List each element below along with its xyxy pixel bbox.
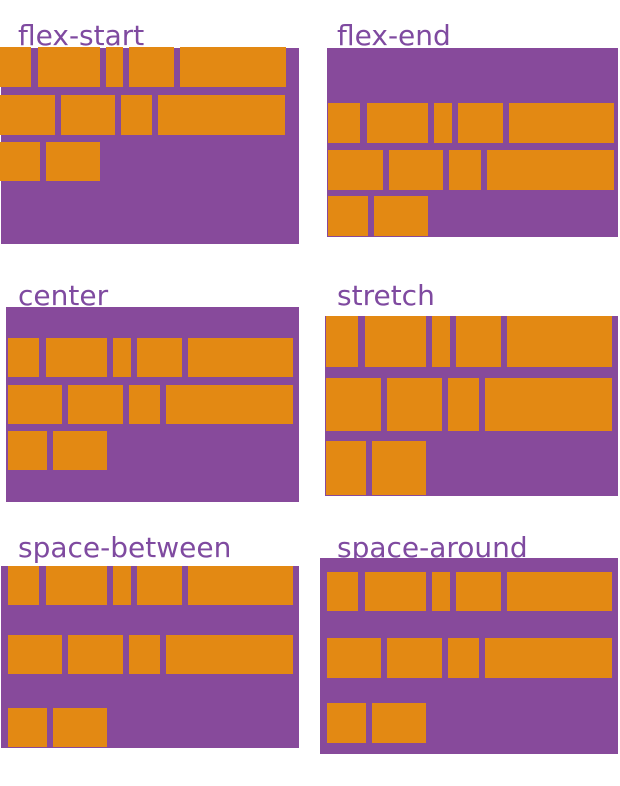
flex-item-stretch-5 — [507, 316, 612, 367]
flex-item-flex-start-8 — [121, 95, 152, 135]
flex-item-flex-start-5 — [180, 47, 286, 87]
flex-item-space-around-5 — [507, 572, 612, 611]
flex-item-center-8 — [129, 385, 160, 424]
flex-item-center-5 — [188, 338, 293, 377]
flex-item-flex-end-8 — [449, 150, 481, 190]
panel-label-center: center — [18, 279, 109, 312]
flex-item-center-11 — [53, 431, 107, 470]
flex-item-space-around-3 — [432, 572, 450, 611]
flex-item-stretch-11 — [372, 441, 426, 495]
panel-label-space-around: space-around — [337, 531, 528, 564]
flex-item-center-3 — [113, 338, 131, 377]
flex-item-center-2 — [46, 338, 107, 377]
flex-item-stretch-10 — [326, 441, 366, 495]
flex-item-space-between-7 — [68, 635, 123, 674]
flex-item-space-around-11 — [372, 703, 426, 743]
panel-label-stretch: stretch — [337, 279, 435, 312]
flex-item-flex-end-2 — [367, 103, 428, 143]
flex-item-flex-start-7 — [61, 95, 115, 135]
flex-item-flex-end-9 — [487, 150, 614, 190]
flex-item-flex-start-11 — [46, 142, 100, 181]
flex-item-space-around-1 — [327, 572, 358, 611]
flex-item-space-between-4 — [137, 566, 182, 605]
flex-item-stretch-4 — [456, 316, 501, 367]
flex-item-flex-start-6 — [0, 95, 55, 135]
flex-item-center-7 — [68, 385, 123, 424]
flex-item-flex-end-1 — [328, 103, 360, 143]
flex-item-space-around-8 — [448, 638, 479, 678]
flex-item-space-between-10 — [8, 708, 47, 747]
flex-item-center-1 — [8, 338, 39, 377]
panel-label-space-between: space-between — [18, 531, 232, 564]
flex-item-space-around-9 — [485, 638, 612, 678]
flex-item-space-around-10 — [327, 703, 366, 743]
flex-item-stretch-8 — [448, 378, 479, 431]
flex-item-flex-start-10 — [0, 142, 40, 181]
flex-item-space-between-2 — [46, 566, 107, 605]
flex-item-stretch-3 — [432, 316, 450, 367]
flex-item-flex-start-4 — [129, 47, 174, 87]
flex-item-flex-end-6 — [328, 150, 383, 190]
flex-item-flex-end-10 — [328, 196, 368, 236]
flex-item-flex-end-4 — [458, 103, 503, 143]
flex-item-flex-start-1 — [0, 47, 31, 87]
flex-item-stretch-7 — [387, 378, 442, 431]
flex-item-center-9 — [166, 385, 293, 424]
flex-item-center-10 — [8, 431, 47, 470]
flex-item-space-between-3 — [113, 566, 131, 605]
panel-label-flex-start: flex-start — [18, 19, 145, 52]
flex-item-flex-end-5 — [509, 103, 614, 143]
flex-item-stretch-2 — [365, 316, 426, 367]
flex-item-space-around-7 — [387, 638, 442, 678]
flex-item-flex-end-7 — [389, 150, 443, 190]
flex-item-space-between-11 — [53, 708, 107, 747]
flex-item-space-around-2 — [365, 572, 426, 611]
flex-item-space-between-9 — [166, 635, 293, 674]
flex-item-flex-start-3 — [106, 47, 123, 87]
flex-item-center-4 — [137, 338, 182, 377]
panel-label-flex-end: flex-end — [337, 19, 451, 52]
flex-item-stretch-6 — [326, 378, 381, 431]
flex-item-space-between-8 — [129, 635, 160, 674]
flex-item-flex-end-3 — [434, 103, 452, 143]
flex-item-space-between-6 — [8, 635, 62, 674]
flex-item-center-6 — [8, 385, 62, 424]
flex-item-space-between-5 — [188, 566, 293, 605]
flex-item-space-between-1 — [8, 566, 39, 605]
flex-item-space-around-4 — [456, 572, 501, 611]
flex-item-flex-end-11 — [374, 196, 428, 236]
flex-item-flex-start-9 — [158, 95, 285, 135]
flex-item-stretch-9 — [485, 378, 612, 431]
flex-item-stretch-1 — [326, 316, 358, 367]
flex-item-space-around-6 — [327, 638, 381, 678]
flex-item-flex-start-2 — [38, 47, 100, 87]
